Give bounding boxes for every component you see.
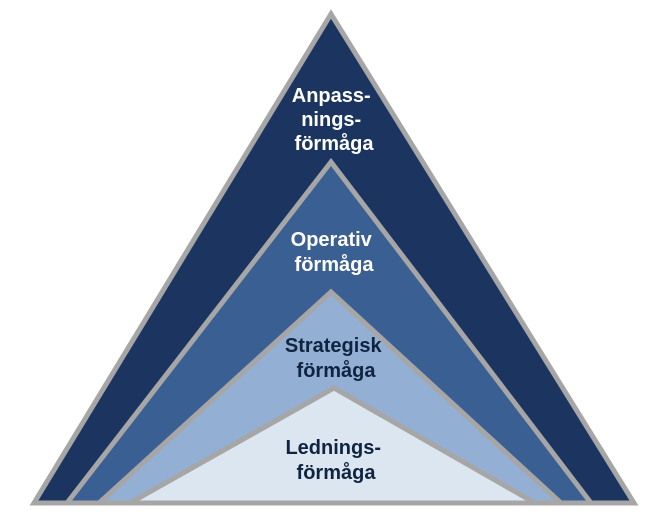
pyramid-layer-1-label-line: Anpass- bbox=[292, 85, 371, 107]
pyramid-layer-3-label: Strategisk förmåga bbox=[285, 335, 387, 382]
pyramid-layer-4-label: Lednings- förmåga bbox=[285, 437, 386, 484]
pyramid-layer-4-label-line: förmåga bbox=[297, 461, 377, 484]
pyramid-layer-4-label-line: Lednings- bbox=[285, 437, 381, 459]
pyramid-layer-1-label-line: nings- bbox=[301, 109, 361, 131]
pyramid-layer-3-label-line: Strategisk bbox=[285, 335, 383, 357]
pyramid-layer-1-label-line: förmåga bbox=[295, 132, 375, 155]
pyramid-layer-2-label-line: Operativ bbox=[291, 229, 373, 251]
pyramid-layer-2-label: Operativ förmåga bbox=[291, 229, 378, 276]
pyramid-layer-3-label-line: förmåga bbox=[297, 359, 377, 382]
pyramid-layer-2-label-line: förmåga bbox=[295, 253, 375, 276]
pyramid-layer-4-shape bbox=[120, 385, 545, 506]
pyramid-layer-1-label: Anpass- nings- förmåga bbox=[292, 85, 376, 155]
